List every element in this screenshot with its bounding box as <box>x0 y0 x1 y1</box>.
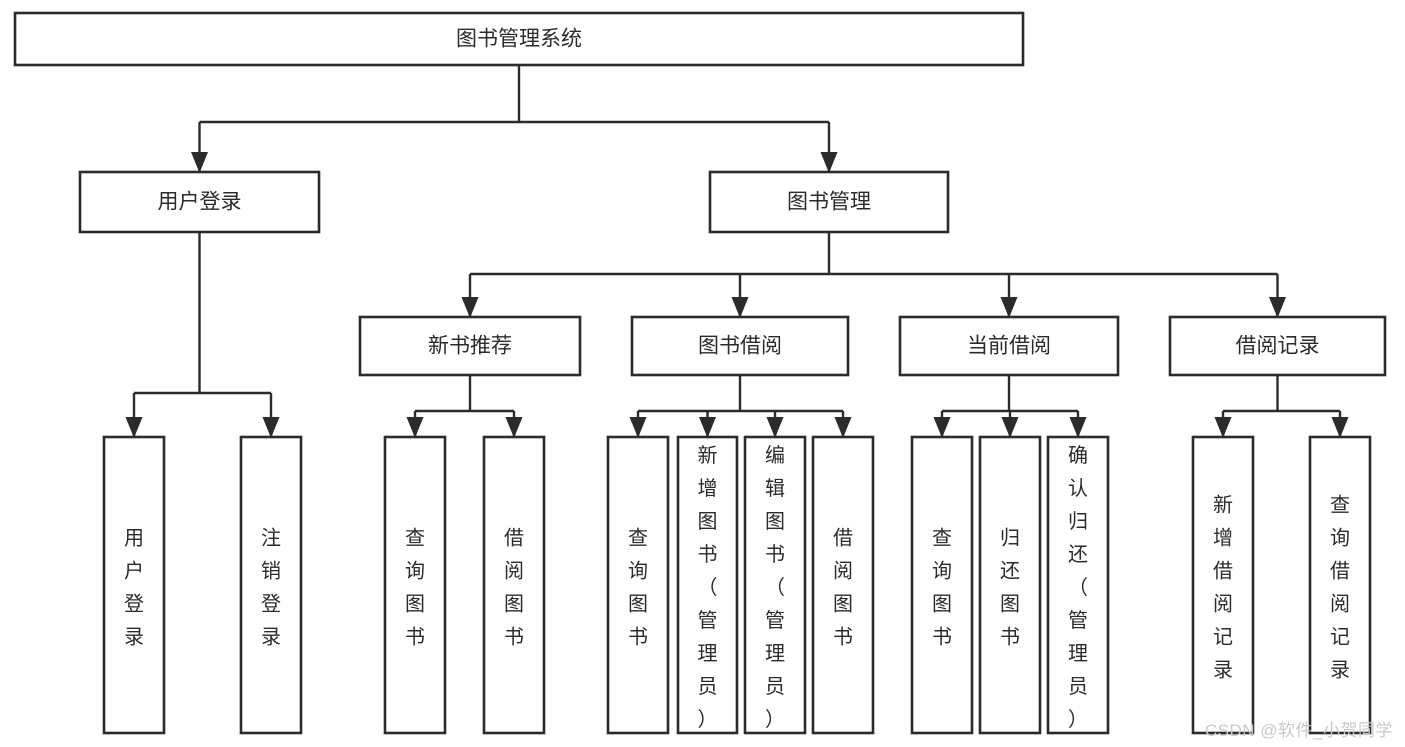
arrow-head-icon <box>699 417 716 438</box>
arrow-head-icon <box>834 417 852 438</box>
arrow-head-icon <box>406 417 424 438</box>
arrow-head-icon <box>1331 417 1349 438</box>
node-leaf-10[interactable]: 归还图书 <box>978 435 1042 735</box>
node-box-leaf-6 <box>676 435 739 735</box>
node-leaf-11[interactable]: 确认归还（管理员） <box>1046 435 1110 735</box>
arrow-head-icon <box>933 417 951 438</box>
node-box-leaf-5 <box>606 435 670 735</box>
arrow-head-icon <box>125 417 143 438</box>
node-box-leaf-7 <box>743 435 807 735</box>
arrow-head-icon <box>1269 297 1286 318</box>
arrow-head-icon <box>1214 417 1232 438</box>
node-label-root: 图书管理系统 <box>456 28 582 51</box>
node-leaf-8[interactable]: 借阅图书 <box>811 435 875 735</box>
node-layer: 图书管理系统用户登录图书管理新书推荐图书借阅当前借阅借阅记录用户登录注销登录查询… <box>13 11 1387 735</box>
node-box-leaf-8 <box>811 435 875 735</box>
node-box-leaf-4 <box>482 435 546 735</box>
csdn-watermark: CSDN @软件_小贺同学 <box>1204 721 1393 740</box>
arrow-head-icon <box>1069 417 1087 438</box>
node-label-leaf-9: 查询图书 <box>932 527 952 649</box>
node-label-leaf-2: 注销登录 <box>261 527 281 649</box>
node-box-leaf-2 <box>239 435 303 735</box>
arrow-head-icon <box>191 152 208 173</box>
node-label-leaf-1: 用户登录 <box>124 528 144 649</box>
node-box-login <box>78 170 321 234</box>
node-leaf-12[interactable]: 新增借阅记录 <box>1191 435 1255 735</box>
arrow-head-icon <box>262 417 280 438</box>
node-box-leaf-9 <box>910 435 974 735</box>
arrow-head-icon <box>1000 297 1018 318</box>
arrow-head-icon <box>629 417 647 438</box>
node-current[interactable]: 当前借阅 <box>898 315 1120 377</box>
node-label-leaf-7: 编辑图书（管理员） <box>765 444 785 731</box>
node-label-borrow: 图书借阅 <box>698 335 782 358</box>
node-leaf-13[interactable]: 查询借阅记录 <box>1308 435 1372 735</box>
arrow-head-icon <box>505 417 523 438</box>
node-leaf-6[interactable]: 新增图书（管理员） <box>676 435 739 735</box>
node-box-root <box>13 11 1025 67</box>
node-label-current: 当前借阅 <box>967 335 1051 358</box>
node-label-leaf-4: 借阅图书 <box>504 527 524 649</box>
node-label-leaf-11: 确认归还（管理员） <box>1068 444 1088 731</box>
node-box-records <box>1168 315 1387 377</box>
node-box-borrow <box>630 315 850 377</box>
node-leaf-9[interactable]: 查询图书 <box>910 435 974 735</box>
node-box-newbook <box>358 315 582 377</box>
node-root[interactable]: 图书管理系统 <box>13 11 1025 67</box>
node-label-records: 借阅记录 <box>1236 335 1320 358</box>
node-label-leaf-6: 新增图书（管理员） <box>698 444 718 731</box>
node-records[interactable]: 借阅记录 <box>1168 315 1387 377</box>
node-box-leaf-10 <box>978 435 1042 735</box>
node-label-login: 用户登录 <box>158 191 242 214</box>
node-newbook[interactable]: 新书推荐 <box>358 315 582 377</box>
node-box-leaf-3 <box>383 435 447 735</box>
node-box-leaf-11 <box>1046 435 1110 735</box>
arrow-head-icon <box>731 297 749 318</box>
node-box-leaf-12 <box>1191 435 1255 735</box>
arrow-head-icon <box>1001 417 1019 438</box>
node-box-leaf-1 <box>102 435 166 735</box>
node-borrow[interactable]: 图书借阅 <box>630 315 850 377</box>
node-label-leaf-10: 归还图书 <box>1000 527 1020 649</box>
node-leaf-2[interactable]: 注销登录 <box>239 435 303 735</box>
node-label-leaf-13: 查询借阅记录 <box>1330 494 1350 682</box>
node-leaf-5[interactable]: 查询图书 <box>606 435 670 735</box>
node-leaf-4[interactable]: 借阅图书 <box>482 435 546 735</box>
node-leaf-7[interactable]: 编辑图书（管理员） <box>743 435 807 735</box>
node-bookmgr[interactable]: 图书管理 <box>708 170 950 234</box>
node-label-leaf-5: 查询图书 <box>628 527 648 649</box>
node-label-leaf-8: 借阅图书 <box>833 527 853 649</box>
arrow-head-icon <box>766 417 784 438</box>
arrow-head-icon <box>820 152 838 173</box>
node-label-newbook: 新书推荐 <box>428 335 512 358</box>
node-label-leaf-3: 查询图书 <box>405 527 425 649</box>
node-leaf-1[interactable]: 用户登录 <box>102 435 166 735</box>
connector-layer <box>125 65 1349 438</box>
node-leaf-3[interactable]: 查询图书 <box>383 435 447 735</box>
node-box-current <box>898 315 1120 377</box>
node-login[interactable]: 用户登录 <box>78 170 321 234</box>
node-box-bookmgr <box>708 170 950 234</box>
arrow-head-icon <box>461 297 479 318</box>
node-label-bookmgr: 图书管理 <box>787 191 871 214</box>
node-label-leaf-12: 新增借阅记录 <box>1213 494 1233 682</box>
node-box-leaf-13 <box>1308 435 1372 735</box>
